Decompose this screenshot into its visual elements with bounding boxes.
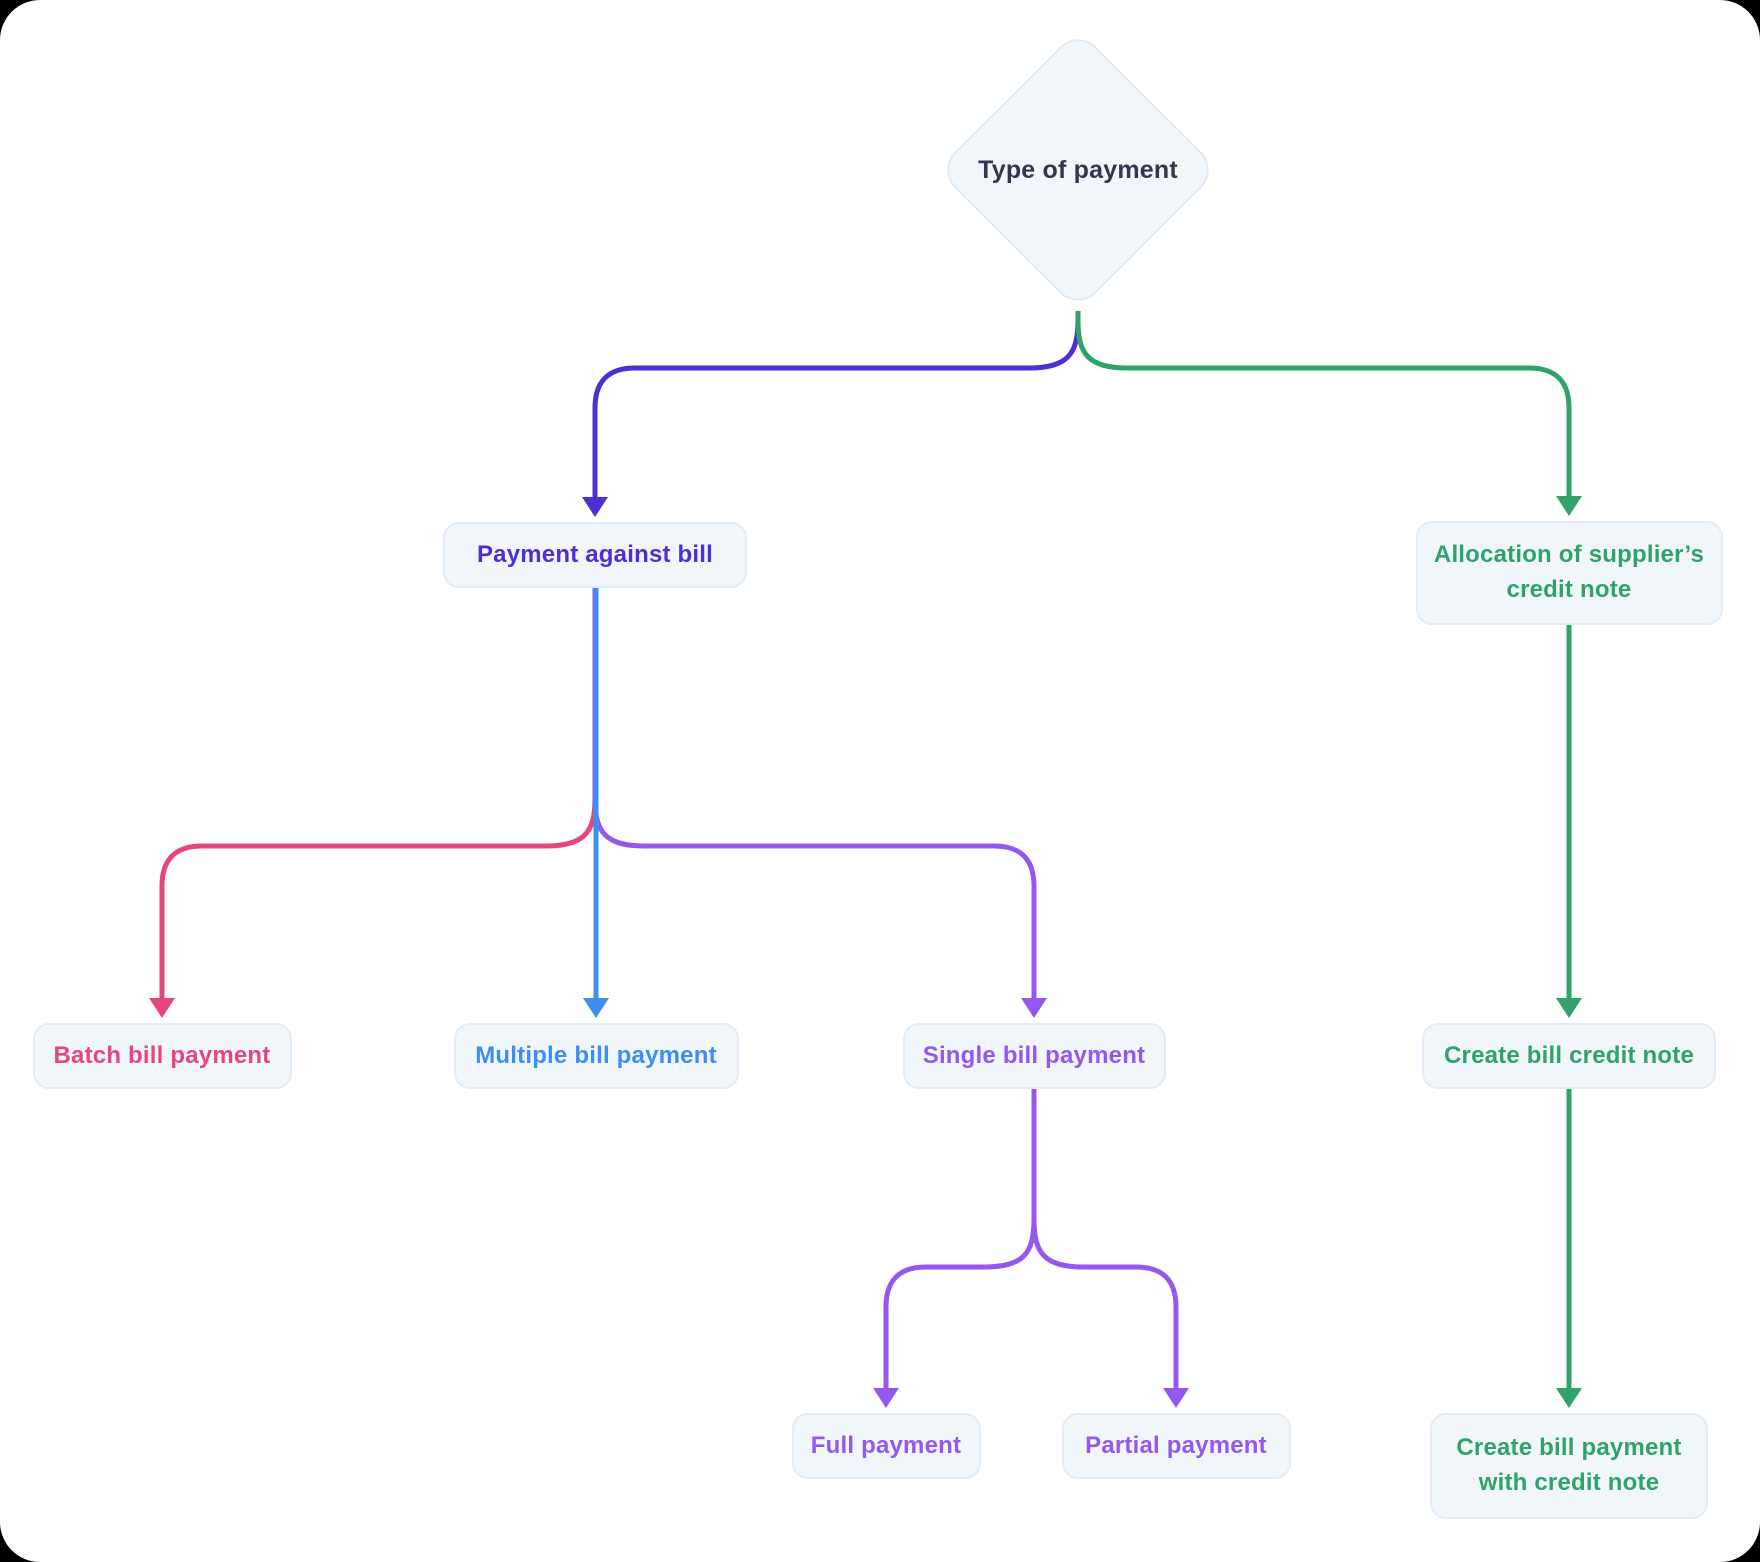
edge-type-of-payment-to-allocation-of-suppliers-credit-note xyxy=(1075,311,1572,499)
arrowhead-payment-against-bill xyxy=(582,497,608,517)
node-create-bill-credit-note: Create bill credit note xyxy=(1422,1023,1716,1089)
node-single-bill-payment: Single bill payment xyxy=(902,1023,1166,1089)
edge-single-bill-payment-to-partial-payment xyxy=(1031,1089,1179,1391)
node-allocation-of-suppliers-credit-note: Allocation of supplier’s credit note xyxy=(1415,521,1723,625)
edge-payment-against-bill-to-single-bill-payment xyxy=(592,588,1037,1001)
node-label: Multiple bill payment xyxy=(475,1041,717,1069)
node-label: Payment against bill xyxy=(476,540,714,568)
arrowhead-multiple-bill-payment xyxy=(583,998,609,1018)
arrowhead-full-payment xyxy=(873,1388,899,1408)
node-create-bill-payment-with-credit-note: Create bill payment with credit note xyxy=(1430,1413,1708,1519)
node-payment-against-bill: Payment against bill xyxy=(443,522,747,588)
node-full-payment: Full payment xyxy=(791,1413,981,1479)
node-partial-payment: Partial payment xyxy=(1061,1413,1291,1479)
node-label: Full payment xyxy=(810,1431,962,1459)
node-label: Create bill credit note xyxy=(1444,1041,1694,1069)
node-multiple-bill-payment: Multiple bill payment xyxy=(453,1023,739,1089)
node-label: Partial payment xyxy=(1085,1431,1267,1459)
node-label: Batch bill payment xyxy=(53,1041,271,1069)
arrowhead-single-bill-payment xyxy=(1021,998,1047,1018)
arrowhead-batch-bill-payment xyxy=(149,998,175,1018)
edge-single-bill-payment-to-full-payment xyxy=(883,1089,1037,1391)
arrowhead-create-bill-credit-note xyxy=(1556,998,1582,1018)
node-batch-bill-payment: Batch bill payment xyxy=(32,1023,292,1089)
edge-payment-against-bill-to-batch-bill-payment xyxy=(159,588,598,1001)
node-label: Type of payment xyxy=(978,155,1178,184)
node-label: Allocation of supplier’s credit note xyxy=(1433,541,1705,603)
node-label: Single bill payment xyxy=(922,1041,1146,1069)
arrowhead-allocation-of-suppliers-credit-note xyxy=(1556,496,1582,516)
node-type-of-payment: Type of payment xyxy=(936,28,1220,312)
edge-type-of-payment-to-payment-against-bill xyxy=(592,311,1081,500)
arrowhead-partial-payment xyxy=(1163,1388,1189,1408)
arrowhead-create-bill-payment-with-credit-note xyxy=(1556,1388,1582,1408)
node-label: Create bill payment with credit note xyxy=(1456,1434,1682,1496)
